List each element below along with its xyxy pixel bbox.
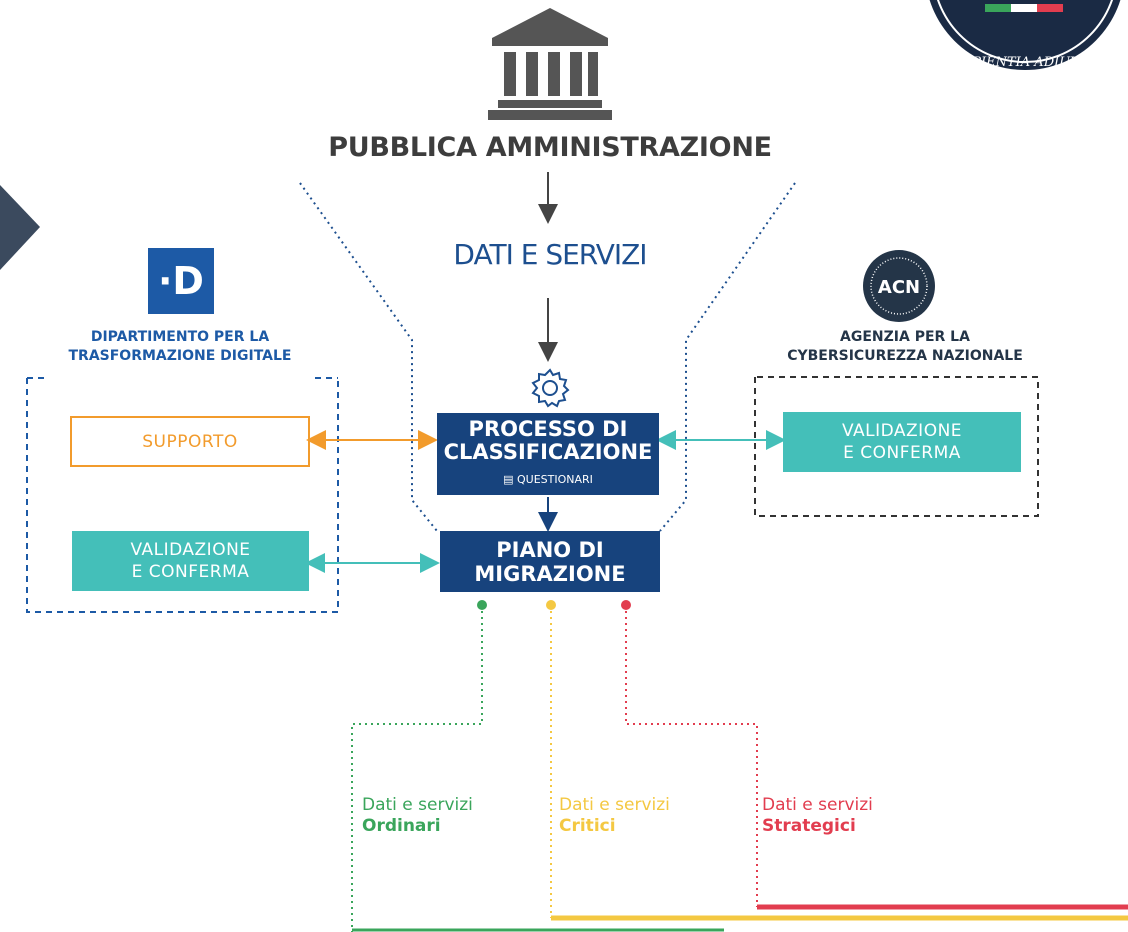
migration-plan-box: PIANO DI MIGRAZIONE	[440, 531, 660, 592]
category-ordinari: Dati e servizi Ordinari	[362, 795, 473, 836]
building-icon	[488, 8, 612, 120]
dot-strategici	[621, 600, 631, 610]
nav-next-arrow[interactable]	[0, 185, 40, 270]
funnel-left-line	[299, 182, 438, 532]
funnel-right-line	[659, 182, 796, 532]
validation-box-dtd: VALIDAZIONE E CONFERMA	[72, 531, 309, 591]
dtd-logo: ·D	[148, 248, 214, 314]
category-critici: Dati e servizi Critici	[559, 795, 670, 836]
seal-motto: SAPIENTIA ADIUVAT	[954, 55, 1097, 70]
left-group-border	[26, 378, 339, 613]
svg-text:ACN: ACN	[878, 277, 920, 298]
acn-name: AGENZIA PER LA CYBERSICUREZZA NAZIONALE	[787, 329, 1023, 364]
questionnaire-badge: ▤ QUESTIONARI	[499, 467, 597, 491]
line-strategici	[625, 611, 758, 907]
page-title: PUBBLICA AMMINISTRAZIONE	[328, 132, 772, 163]
category-strategici: Dati e servizi Strategici	[762, 795, 873, 836]
seal-logo: SAPIENTIA ADIUVAT	[929, 0, 1121, 70]
classification-process-box: PROCESSO DI CLASSIFICAZIONE ▤ QUESTIONAR…	[437, 413, 659, 495]
dtd-name: DIPARTIMENTO PER LA TRASFORMAZIONE DIGIT…	[68, 329, 292, 364]
support-box: SUPPORTO	[70, 416, 310, 467]
gear-icon	[531, 368, 570, 408]
right-group-border	[754, 376, 1039, 517]
dot-critici	[546, 600, 556, 610]
acn-logo: ACN	[863, 250, 935, 322]
line-ordinari	[351, 611, 483, 932]
validation-box-acn: VALIDAZIONE E CONFERMA	[783, 412, 1021, 472]
data-services-label: DATI E SERVIZI	[453, 238, 647, 271]
dot-ordinari	[477, 600, 487, 610]
